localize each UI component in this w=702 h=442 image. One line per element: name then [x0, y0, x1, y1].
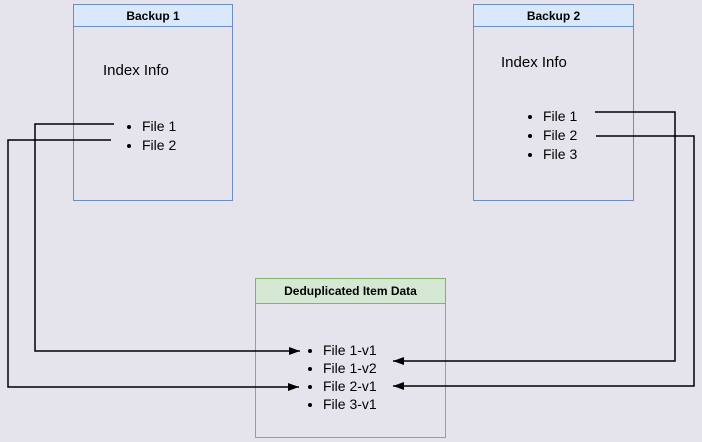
dedup-box: Deduplicated Item Data File 1-v1 File 1-…	[255, 278, 446, 438]
backup2-file-list: File 1 File 2 File 3	[515, 107, 577, 164]
dedup-item-file1-v1: File 1-v1	[323, 341, 377, 359]
dedup-item-file1-v2: File 1-v2	[323, 359, 377, 377]
backup1-index-info-label: Index Info	[103, 62, 169, 79]
dedup-item-list: File 1-v1 File 1-v2 File 2-v1 File 3-v1	[295, 341, 377, 413]
dedup-title: Deduplicated Item Data	[256, 279, 445, 304]
backup1-box: Backup 1 Index Info File 1 File 2	[73, 4, 233, 201]
backup1-file-1: File 1	[142, 117, 176, 136]
backup1-file-list: File 1 File 2	[114, 117, 176, 155]
backup2-file-1: File 1	[543, 107, 577, 126]
backup2-file-3: File 3	[543, 145, 577, 164]
backup2-title: Backup 2	[474, 5, 633, 27]
backup1-file-2: File 2	[142, 136, 176, 155]
dedup-item-file2-v1: File 2-v1	[323, 377, 377, 395]
backup1-title: Backup 1	[74, 5, 232, 27]
backup2-box: Backup 2 Index Info File 1 File 2 File 3	[473, 4, 634, 201]
backup2-index-info-label: Index Info	[501, 54, 567, 71]
dedup-item-file3-v1: File 3-v1	[323, 395, 377, 413]
backup2-file-2: File 2	[543, 126, 577, 145]
